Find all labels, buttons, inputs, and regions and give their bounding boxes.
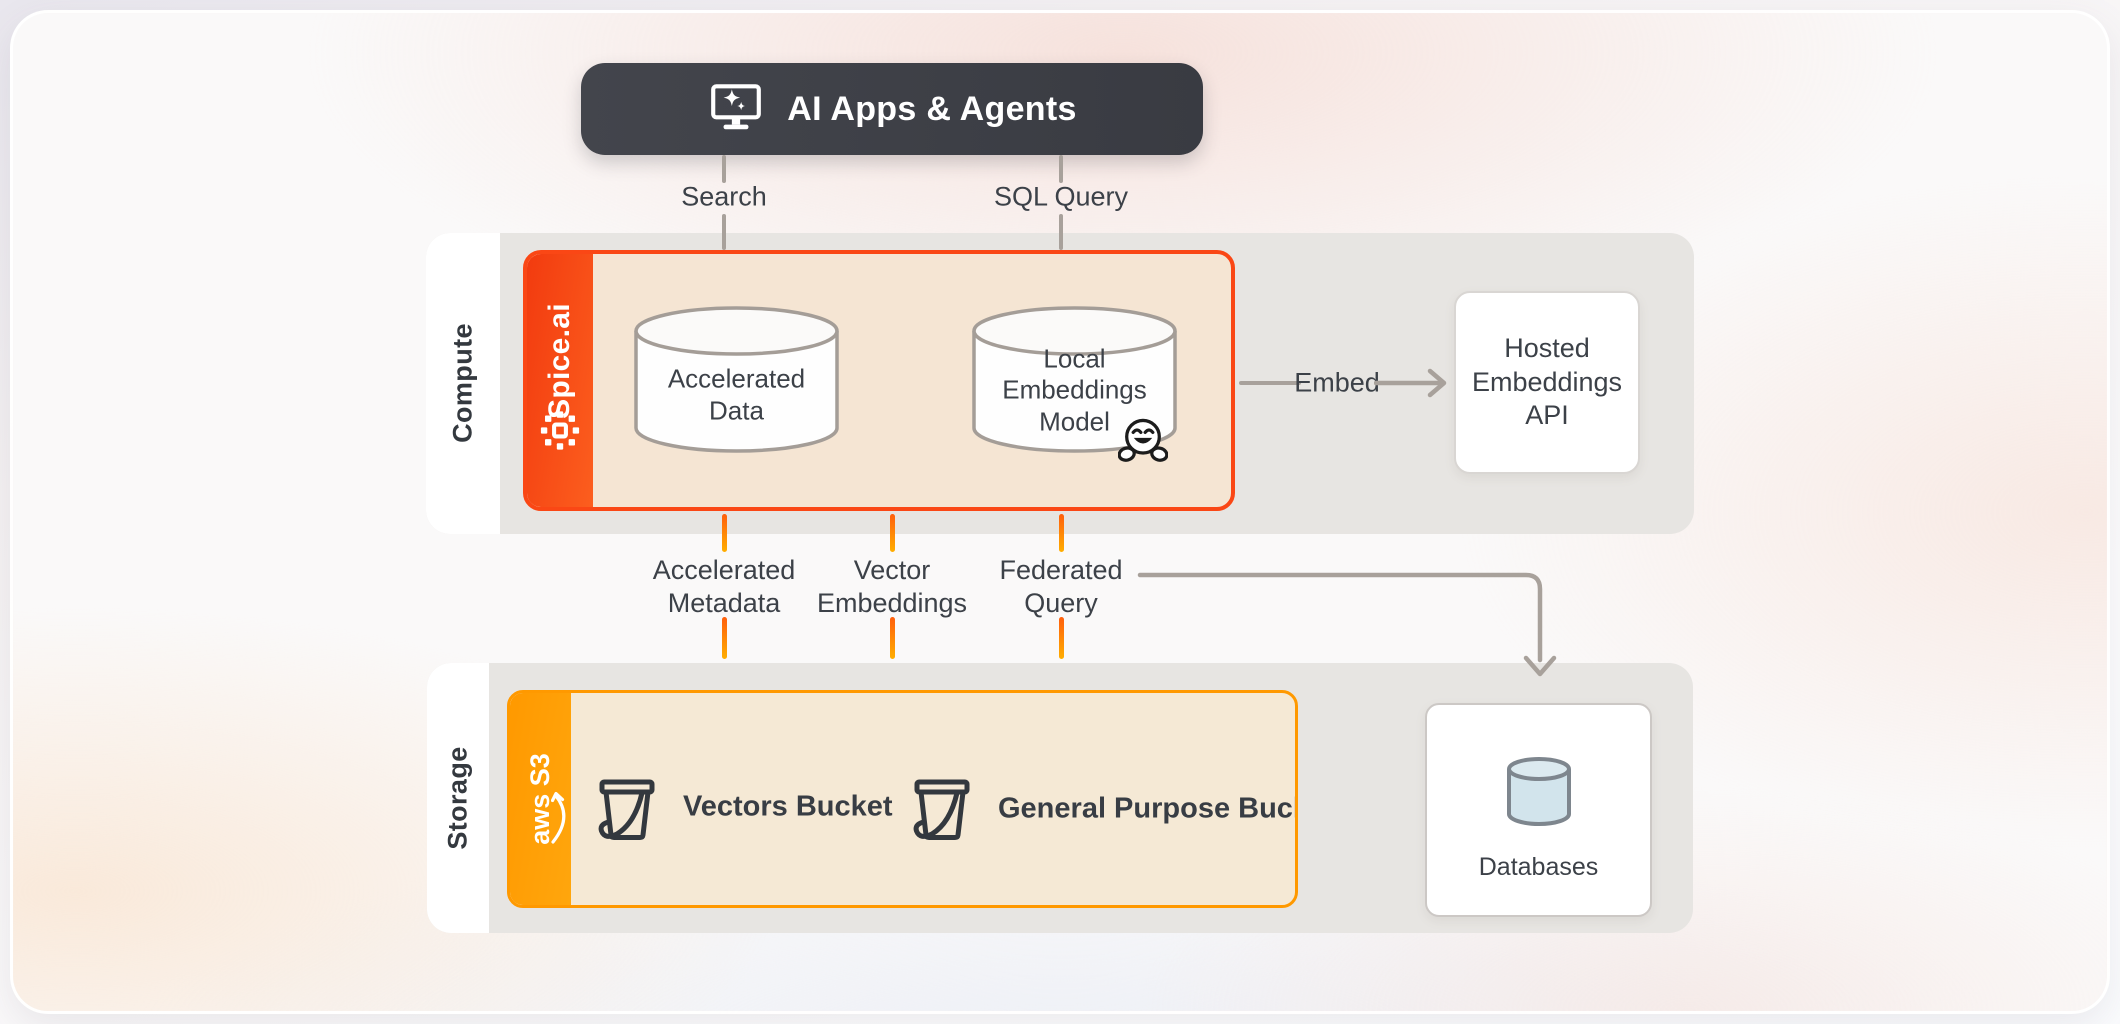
storage-section-label: Storage — [442, 746, 473, 850]
accelerated-metadata-dash — [722, 617, 727, 659]
vector-embeddings-dash — [890, 617, 895, 659]
monitor-sparkle-icon — [707, 81, 765, 138]
aws-s3-node: aws S3 Vectors Bucket Gene — [507, 690, 1298, 908]
spice-ai-brand-strip — [527, 254, 593, 507]
storage-section-label-strip — [427, 663, 489, 933]
federated-query-arrow — [1128, 558, 1558, 693]
vector-embeddings-label: Vector Embeddings — [816, 555, 968, 618]
amazon-smile-icon — [550, 790, 576, 844]
cylinder-shape-icon — [972, 306, 1177, 453]
accelerated-data-label: Accelerated Data — [667, 363, 806, 426]
search-edge-line — [722, 155, 726, 183]
embed-edge-line — [1239, 381, 1301, 385]
local-embeddings-model-node: Local Embeddings Model — [970, 304, 1179, 462]
spice-flower-logo-icon — [540, 411, 580, 456]
hosted-embeddings-api-node: Hosted Embeddings API — [1454, 291, 1640, 474]
database-cylinder-icon — [1503, 756, 1575, 835]
federated-query-label: Federated Query — [999, 555, 1123, 618]
embed-edge-label: Embed — [1294, 367, 1380, 398]
sql-query-edge-line — [1059, 155, 1063, 183]
vector-embeddings-dash — [890, 514, 895, 552]
sql-query-edge-label: SQL Query — [993, 181, 1129, 212]
sql-query-edge-line — [1059, 214, 1063, 250]
arrow-down-icon — [1523, 655, 1557, 677]
compute-section-label-strip — [426, 233, 500, 534]
bucket-icon — [910, 776, 974, 847]
general-purpose-bucket-label: General Purpose Bucket — [998, 792, 1295, 825]
hosted-embeddings-api-label: Hosted Embeddings API — [1471, 332, 1623, 431]
hugging-face-icon — [1117, 416, 1169, 469]
federated-query-dash — [1059, 617, 1064, 659]
accelerated-metadata-label: Accelerated Metadata — [652, 555, 796, 618]
databases-label: Databases — [1478, 853, 1599, 881]
spice-ai-label: Spice.ai — [543, 303, 576, 419]
aws-s3-brand: aws S3 — [518, 724, 566, 874]
search-edge-label: Search — [681, 181, 767, 212]
vectors-bucket-label: Vectors Bucket — [683, 790, 893, 823]
arrow-right-icon — [1373, 366, 1454, 405]
federated-query-dash — [1059, 514, 1064, 552]
ai-apps-agents-label: AI Apps & Agents — [787, 89, 1077, 128]
ai-apps-agents-node: AI Apps & Agents — [581, 63, 1203, 155]
accelerated-metadata-dash — [722, 514, 727, 552]
local-embeddings-model-label: Local Embeddings Model — [1002, 343, 1147, 437]
cylinder-shape-icon — [634, 306, 839, 453]
search-edge-line — [722, 214, 726, 250]
compute-section-label: Compute — [447, 323, 478, 443]
accelerated-data-node: Accelerated Data — [632, 304, 841, 456]
bucket-icon — [595, 776, 659, 847]
databases-node: Databases — [1425, 703, 1652, 917]
